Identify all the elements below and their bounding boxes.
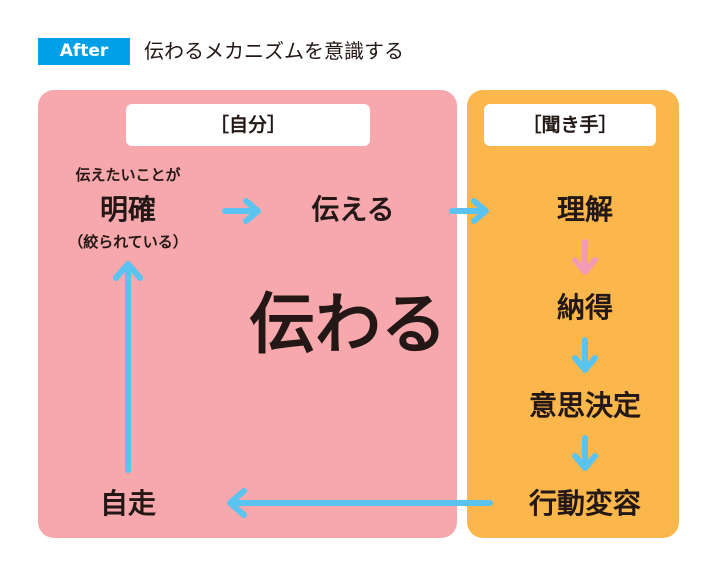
center-label: 伝わる — [249, 286, 447, 363]
source-node: 明確 — [99, 193, 156, 226]
self-panel — [38, 90, 457, 538]
listener-panel-label: ［聞き手］ — [484, 104, 656, 146]
page-title: 伝わるメカニズムを意識する — [144, 39, 404, 63]
accept-node: 納得 — [556, 291, 613, 324]
understand-node: 理解 — [556, 193, 613, 226]
self-panel-label: ［自分］ — [126, 104, 370, 146]
source-caption: 伝えたいことが — [75, 166, 181, 184]
behavior-change-node: 行動変容 — [528, 487, 641, 520]
after-badge: After — [38, 38, 130, 65]
autonomy-node: 自走 — [99, 487, 156, 520]
source-note: （絞られている） — [68, 233, 188, 251]
convey-node: 伝える — [311, 193, 395, 226]
decide-node: 意思決定 — [528, 389, 641, 422]
